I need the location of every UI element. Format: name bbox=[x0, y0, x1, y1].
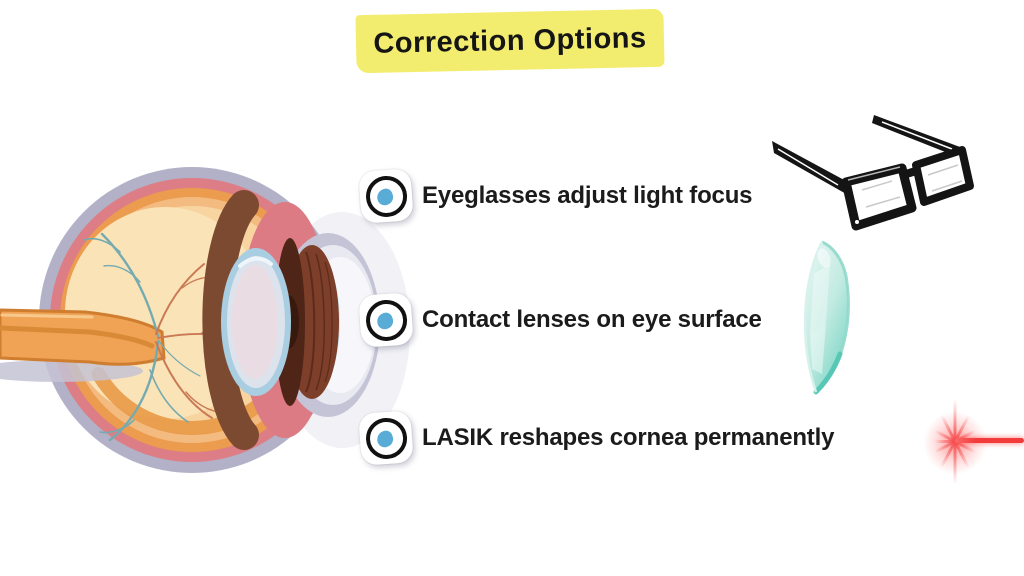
eye-icon bbox=[358, 168, 414, 224]
eye-icon bbox=[358, 410, 414, 466]
eye-icon-ring bbox=[364, 174, 408, 218]
bullet-label: LASIK reshapes cornea permanently bbox=[422, 424, 835, 451]
iris-striation-2 bbox=[315, 253, 325, 391]
optic-nerve-core bbox=[0, 325, 155, 349]
eye-anatomy-illustration bbox=[0, 167, 410, 473]
title-highlight: Correction Options bbox=[355, 8, 665, 74]
frame-highlight bbox=[847, 166, 901, 181]
retinal-vessels bbox=[83, 232, 239, 442]
eye-icon-ring bbox=[364, 416, 408, 460]
hinge-screw bbox=[855, 220, 859, 224]
eye-icon bbox=[358, 292, 414, 348]
left-temple-highlight bbox=[777, 148, 839, 186]
bullet-row-contact-lenses: Contact lenses on eye surface bbox=[358, 292, 762, 348]
optic-nerve-body bbox=[0, 308, 166, 366]
left-lens-streaks bbox=[861, 180, 901, 208]
lens-facet-2 bbox=[810, 324, 826, 374]
eye-icon-ring bbox=[364, 298, 408, 342]
eye-icon-iris bbox=[374, 310, 396, 332]
bullet-row-lasik: LASIK reshapes cornea permanently bbox=[358, 410, 835, 466]
optic-nerve-highlight bbox=[0, 313, 94, 319]
lens-left-edge bbox=[803, 241, 824, 393]
iris-striation-1 bbox=[305, 251, 316, 393]
right-temple bbox=[872, 115, 960, 157]
contact-lens-illustration bbox=[803, 240, 850, 395]
bullet-label: Eyeglasses adjust light focus bbox=[422, 182, 753, 209]
optic-nerve-shadow bbox=[0, 360, 143, 382]
eye-icon-iris bbox=[374, 186, 396, 208]
contact-lens-shape bbox=[803, 240, 850, 395]
page-title: Correction Options bbox=[373, 21, 647, 60]
eye-icon-iris bbox=[374, 428, 396, 450]
bullet-row-eyeglasses: Eyeglasses adjust light focus bbox=[358, 168, 753, 224]
optic-nerve bbox=[0, 308, 166, 382]
laser-beam-illustration bbox=[905, 393, 1024, 493]
left-lens bbox=[841, 163, 917, 231]
bullet-label: Contact lenses on eye surface bbox=[422, 306, 762, 333]
lens-core bbox=[232, 265, 278, 379]
iris-striation-3 bbox=[324, 261, 333, 383]
right-lens-streaks bbox=[927, 164, 963, 192]
lens-highlight bbox=[238, 256, 273, 268]
eyeglasses-frame bbox=[772, 115, 974, 231]
lens bbox=[221, 248, 291, 396]
lens-bottom-accent bbox=[813, 351, 843, 395]
laser-beam bbox=[955, 438, 1024, 443]
lens-facet-1 bbox=[810, 264, 830, 334]
right-lens bbox=[912, 146, 974, 206]
right-temple-highlight bbox=[881, 121, 953, 150]
eyeglasses-illustration bbox=[772, 115, 974, 231]
retina-crescent bbox=[202, 190, 259, 450]
lens-top-highlight bbox=[817, 248, 831, 268]
